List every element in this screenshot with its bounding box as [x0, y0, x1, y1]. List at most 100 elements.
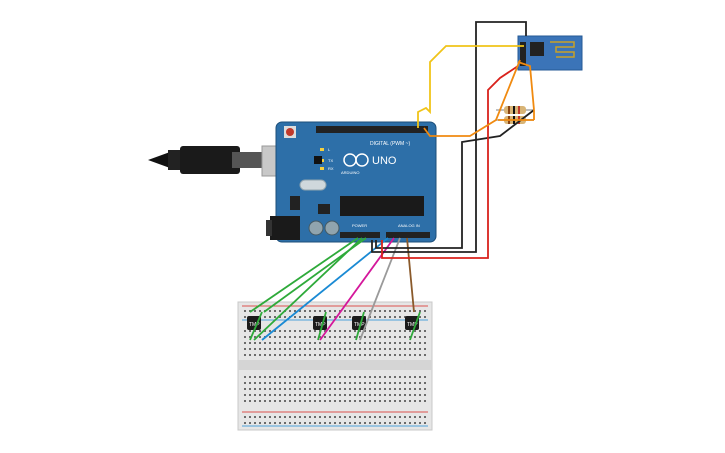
breadboard-hole	[384, 388, 386, 390]
breadboard-hole	[324, 382, 326, 384]
breadboard-hole	[269, 310, 271, 312]
breadboard-hole	[419, 416, 421, 418]
breadboard-hole	[269, 388, 271, 390]
breadboard-hole	[344, 316, 346, 318]
breadboard-hole	[369, 310, 371, 312]
breadboard-hole	[319, 354, 321, 356]
breadboard-hole	[334, 388, 336, 390]
breadboard-hole	[339, 330, 341, 332]
breadboard-hole	[379, 348, 381, 350]
breadboard-hole	[379, 336, 381, 338]
breadboard-hole	[419, 400, 421, 402]
breadboard-hole	[384, 416, 386, 418]
breadboard-hole	[344, 336, 346, 338]
breadboard-hole	[314, 394, 316, 396]
breadboard-hole	[414, 310, 416, 312]
breadboard-hole	[249, 422, 251, 424]
breadboard-hole	[399, 416, 401, 418]
breadboard-hole	[384, 354, 386, 356]
breadboard-hole	[389, 330, 391, 332]
breadboard-hole	[309, 336, 311, 338]
breadboard-hole	[389, 310, 391, 312]
breadboard-hole	[264, 342, 266, 344]
breadboard-hole	[259, 342, 261, 344]
breadboard-hole	[359, 348, 361, 350]
breadboard-hole	[259, 348, 261, 350]
breadboard-hole	[409, 388, 411, 390]
breadboard-hole	[364, 416, 366, 418]
breadboard-hole	[344, 348, 346, 350]
breadboard-hole	[349, 376, 351, 378]
breadboard-hole	[254, 330, 256, 332]
breadboard-hole	[259, 400, 261, 402]
breadboard-hole	[294, 382, 296, 384]
breadboard-hole	[424, 354, 426, 356]
breadboard-hole	[344, 342, 346, 344]
breadboard-hole	[384, 342, 386, 344]
breadboard-hole	[279, 316, 281, 318]
breadboard-hole	[384, 422, 386, 424]
breadboard-hole	[284, 316, 286, 318]
breadboard-hole	[269, 342, 271, 344]
breadboard-hole	[404, 354, 406, 356]
breadboard-hole	[329, 316, 331, 318]
breadboard-hole	[304, 382, 306, 384]
black-wire	[375, 109, 535, 249]
resistor-2[interactable]	[496, 106, 534, 114]
breadboard-hole	[419, 342, 421, 344]
esp8266-module[interactable]	[517, 35, 583, 71]
breadboard-hole	[254, 376, 256, 378]
orange-wire	[517, 61, 535, 111]
breadboard-hole	[379, 400, 381, 402]
breadboard-hole	[374, 422, 376, 424]
breadboard-hole	[369, 400, 371, 402]
breadboard-hole	[364, 348, 366, 350]
breadboard-hole	[389, 348, 391, 350]
breadboard-hole	[304, 416, 306, 418]
breadboard-hole	[374, 330, 376, 332]
temperature-sensor[interactable]: TMP	[247, 316, 261, 330]
breadboard-hole	[399, 388, 401, 390]
breadboard-hole	[244, 354, 246, 356]
breadboard-hole	[284, 400, 286, 402]
breadboard-hole	[379, 354, 381, 356]
breadboard-hole	[424, 342, 426, 344]
breadboard-hole	[369, 348, 371, 350]
breadboard-hole	[264, 330, 266, 332]
breadboard-hole	[294, 376, 296, 378]
breadboard-hole	[264, 348, 266, 350]
breadboard-hole	[424, 330, 426, 332]
breadboard-hole	[424, 394, 426, 396]
arduino-uno-board[interactable]: DIGITAL (PWM ~) L TX RX ARDUINO UNO P	[266, 121, 437, 243]
breadboard-hole	[374, 400, 376, 402]
breadboard-hole	[329, 422, 331, 424]
breadboard-hole	[389, 400, 391, 402]
breadboard-hole	[359, 400, 361, 402]
breadboard-hole	[409, 422, 411, 424]
breadboard-hole	[399, 336, 401, 338]
breadboard-hole	[424, 382, 426, 384]
breadboard-hole	[369, 336, 371, 338]
breadboard-hole	[369, 388, 371, 390]
breadboard-hole	[364, 330, 366, 332]
breadboard-hole	[424, 388, 426, 390]
breadboard-hole	[289, 394, 291, 396]
breadboard-hole	[294, 394, 296, 396]
analog-header	[386, 232, 430, 238]
breadboard-hole	[374, 316, 376, 318]
breadboard-hole	[419, 316, 421, 318]
breadboard-hole	[249, 400, 251, 402]
breadboard-hole	[244, 376, 246, 378]
sensor-label: TMP	[249, 322, 260, 328]
breadboard-hole	[349, 416, 351, 418]
breadboard-hole	[339, 400, 341, 402]
breadboard-hole	[309, 416, 311, 418]
breadboard-hole	[314, 330, 316, 332]
breadboard-hole	[369, 422, 371, 424]
breadboard-hole	[324, 310, 326, 312]
breadboard-hole	[384, 376, 386, 378]
breadboard-hole	[379, 330, 381, 332]
breadboard-hole	[419, 388, 421, 390]
breadboard-hole	[294, 422, 296, 424]
breadboard-hole	[304, 394, 306, 396]
